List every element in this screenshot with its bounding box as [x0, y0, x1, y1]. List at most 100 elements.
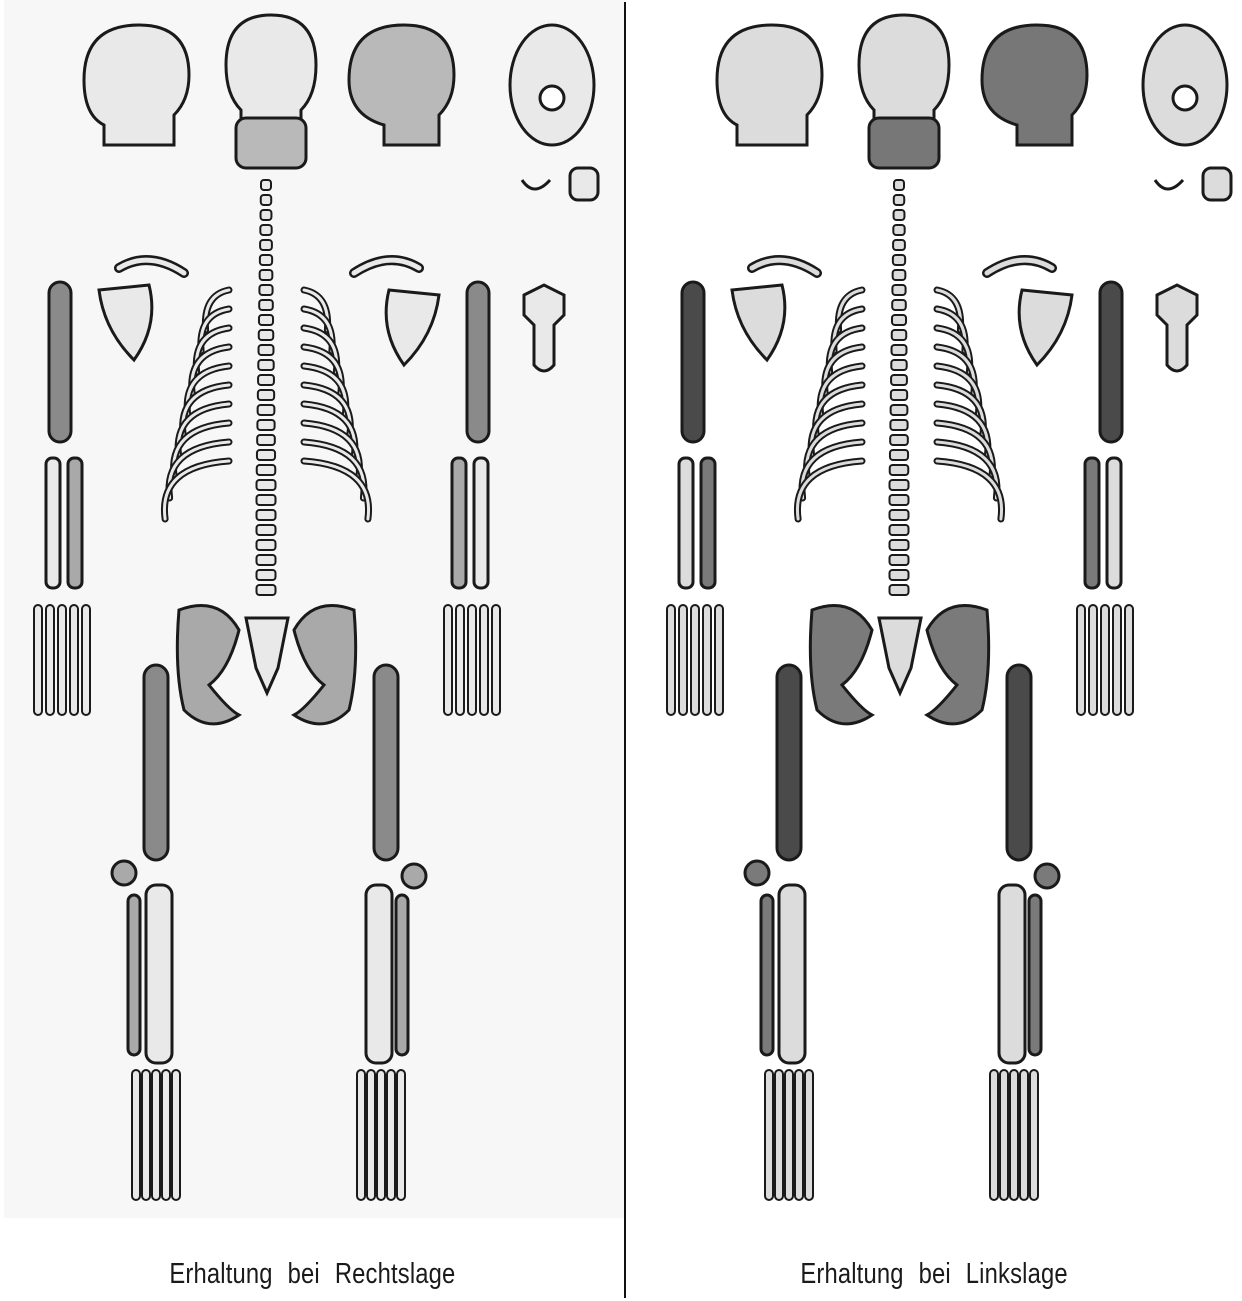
toe-left — [785, 1070, 793, 1200]
toe-left — [162, 1070, 170, 1200]
toe-left — [132, 1070, 140, 1200]
humerus-left — [49, 282, 71, 442]
radius-left — [46, 458, 60, 588]
vertebra — [893, 225, 904, 235]
patella-right — [1035, 864, 1059, 888]
vertebra — [257, 480, 276, 490]
vertebra — [258, 375, 274, 385]
toe-right — [1020, 1070, 1028, 1200]
finger-left — [70, 605, 78, 715]
finger-left — [34, 605, 42, 715]
toe-right — [377, 1070, 385, 1200]
vertebra — [260, 240, 272, 250]
hyoid-bone — [522, 180, 550, 189]
skeleton-figure-linkslage — [627, 0, 1242, 1218]
vertebra — [890, 525, 909, 535]
vertebra — [261, 210, 272, 220]
vertebra — [893, 255, 905, 265]
toe-left — [805, 1070, 813, 1200]
toe-right — [1030, 1070, 1038, 1200]
humerus-right — [467, 282, 489, 442]
toe-right — [1010, 1070, 1018, 1200]
skeleton-figure-rechtslage — [4, 0, 624, 1218]
ulna-right — [1085, 458, 1099, 588]
femur-right — [374, 665, 398, 860]
vertebra — [890, 450, 908, 460]
tibia-right — [999, 885, 1025, 1063]
vertebra — [257, 585, 276, 595]
sternum — [524, 285, 564, 371]
toe-right — [387, 1070, 395, 1200]
mandible-frontal — [236, 118, 306, 168]
fibula-right — [1029, 895, 1041, 1055]
vertebra — [894, 195, 904, 205]
patella-left — [112, 861, 136, 885]
radius-right — [1107, 458, 1121, 588]
vertebra — [892, 330, 907, 340]
panel-linkslage: Erhaltung bei Linkslage — [627, 0, 1242, 1301]
vertebra — [891, 405, 908, 415]
vertebra — [890, 570, 909, 580]
femur-right — [1007, 665, 1031, 860]
vertebra — [259, 300, 273, 310]
vertebra — [891, 360, 906, 370]
vertebra — [257, 435, 275, 445]
vertebra — [257, 420, 274, 430]
vertebra — [260, 270, 273, 280]
fibula-left — [761, 895, 773, 1055]
radius-right — [474, 458, 488, 588]
vertebra — [890, 585, 909, 595]
scapula-right — [1019, 290, 1072, 365]
mandible-frontal — [869, 118, 939, 168]
toe-right — [357, 1070, 365, 1200]
vertebra — [890, 435, 908, 445]
finger-right — [1125, 605, 1133, 715]
humerus-right — [1100, 282, 1122, 442]
patella-right — [402, 864, 426, 888]
panel-rechtslage: Erhaltung bei Rechtslage — [0, 0, 624, 1301]
vertebra — [259, 315, 273, 325]
toe-left — [142, 1070, 150, 1200]
skeleton-diagram-left — [4, 0, 624, 1218]
vertebra — [261, 180, 271, 190]
os-coxae-right — [927, 606, 989, 724]
scapula-left — [732, 285, 785, 360]
sacrum — [879, 618, 921, 693]
vertebra — [891, 390, 907, 400]
finger-right — [444, 605, 452, 715]
finger-right — [1089, 605, 1097, 715]
toe-right — [397, 1070, 405, 1200]
humerus-left — [682, 282, 704, 442]
finger-left — [691, 605, 699, 715]
larynx — [1203, 168, 1231, 200]
caption-linkslage: Erhaltung bei Linkslage — [627, 1258, 1242, 1291]
finger-left — [46, 605, 54, 715]
vertebra — [890, 495, 909, 505]
toe-left — [795, 1070, 803, 1200]
finger-right — [480, 605, 488, 715]
fibula-left — [128, 895, 140, 1055]
os-coxae-right — [294, 606, 356, 724]
finger-left — [58, 605, 66, 715]
vertebra — [259, 330, 274, 340]
skull-lateral-right — [349, 25, 454, 145]
vertebra — [258, 405, 275, 415]
finger-right — [468, 605, 476, 715]
vertebra — [894, 210, 905, 220]
finger-left — [679, 605, 687, 715]
fibula-right — [396, 895, 408, 1055]
vertebra — [890, 480, 909, 490]
skull-lateral-left — [717, 25, 822, 145]
vertebra — [260, 255, 272, 265]
vertebra — [259, 285, 272, 295]
vertebra — [892, 300, 906, 310]
finger-left — [667, 605, 675, 715]
vertebra — [257, 555, 276, 565]
sternum — [1157, 285, 1197, 371]
finger-left — [82, 605, 90, 715]
os-coxae-left — [810, 606, 872, 724]
foramen-magnum — [540, 86, 564, 110]
vertebra — [257, 570, 276, 580]
toe-right — [990, 1070, 998, 1200]
patella-left — [745, 861, 769, 885]
